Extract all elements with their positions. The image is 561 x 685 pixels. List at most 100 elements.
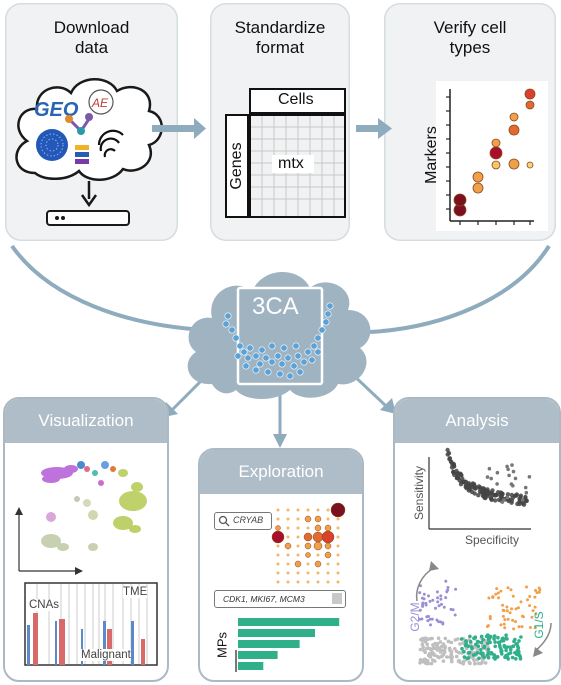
cell-point — [493, 657, 497, 661]
cell-point — [433, 641, 437, 646]
sens-spec-point — [451, 464, 457, 469]
sens-spec-point — [505, 495, 510, 500]
expression-dot — [336, 517, 340, 521]
cell-point — [499, 623, 503, 627]
cell-point — [425, 615, 429, 619]
cell-point — [444, 579, 448, 583]
cell-point — [428, 617, 432, 621]
cell-point — [472, 662, 477, 666]
cell-point — [533, 626, 537, 630]
expression-dot — [306, 508, 310, 512]
cell-point — [515, 642, 519, 646]
expression-dot — [326, 571, 330, 575]
cells-label: Cells — [278, 91, 314, 108]
expression-dot — [324, 524, 332, 532]
specificity-label: Specificity — [465, 533, 520, 547]
cell-point — [421, 602, 425, 606]
cell-point — [531, 609, 535, 613]
sens-spec-point — [495, 482, 499, 486]
download-illustration: GEO AE — [15, 78, 163, 226]
exploration-graphics — [235, 502, 346, 672]
g1s-label: G1/S — [532, 611, 546, 639]
cell-point — [508, 611, 512, 615]
cell-point — [492, 637, 496, 641]
sens-spec-point — [518, 493, 523, 498]
expression-dot — [330, 502, 346, 518]
cell-point — [530, 615, 534, 619]
analysis-panel: Analysis Sensitivity Specificity G2/M G1… — [393, 397, 561, 682]
expression-dot — [306, 580, 310, 584]
cell-point — [492, 653, 497, 657]
cell-point — [442, 650, 447, 655]
mp-bar — [238, 640, 300, 648]
cell-point — [444, 596, 448, 600]
cell-point — [479, 648, 483, 652]
expression-dot — [305, 552, 311, 558]
gene-search-box[interactable]: CRYAB — [214, 512, 272, 530]
cell-point — [441, 622, 445, 626]
cell-point — [430, 617, 434, 621]
mtx-label: mtx — [278, 155, 304, 172]
cell-point — [516, 606, 520, 610]
standardize-title-line1: Standardize — [234, 18, 326, 37]
expression-dot — [314, 524, 322, 532]
expression-dot — [326, 508, 330, 512]
cell-point — [426, 619, 430, 623]
cell-point — [513, 651, 517, 655]
cell-point — [457, 658, 461, 663]
cell-point — [432, 653, 437, 657]
expression-dot — [276, 562, 280, 566]
cell-point — [489, 634, 493, 639]
arrow-right-icon-2 — [378, 118, 392, 139]
cell-point — [486, 647, 491, 652]
cell-point — [461, 661, 465, 666]
mp-bar — [238, 651, 278, 659]
cell-point — [423, 640, 428, 644]
sens-spec-point — [527, 475, 532, 479]
cell-point — [510, 655, 515, 660]
expression-dot — [276, 508, 280, 512]
malignant-label: Malignant — [81, 649, 131, 661]
analysis-title: Analysis — [445, 411, 509, 430]
cell-point — [479, 640, 484, 645]
matrix-illustration — [225, 88, 346, 218]
cell-point — [457, 651, 461, 655]
cells-box — [249, 88, 346, 114]
expression-dot — [313, 541, 323, 551]
visualization-panel: Visualization — [3, 397, 169, 682]
cell-point — [440, 648, 444, 653]
expression-dot — [276, 580, 280, 584]
verify-title-line2: types — [449, 38, 491, 57]
expression-dot — [312, 531, 324, 543]
sens-spec-point — [476, 493, 481, 498]
cell-point — [488, 617, 492, 621]
expression-dot — [296, 508, 300, 512]
cell-point — [436, 636, 441, 640]
umap-purple-cluster — [41, 465, 78, 483]
expression-dot — [304, 515, 312, 523]
cell-point — [469, 645, 474, 649]
cell-point — [517, 653, 521, 657]
arrayexpress-logo-icon: AE — [88, 89, 114, 115]
sens-spec-point — [460, 476, 465, 481]
database-stack-icon — [75, 145, 89, 164]
cell-point — [482, 644, 487, 649]
cell-point — [474, 642, 478, 647]
cell-point — [464, 643, 469, 648]
cell-point — [430, 636, 434, 641]
cell-point — [418, 661, 422, 665]
cell-point — [439, 620, 442, 624]
cell-point — [418, 647, 423, 652]
sens-spec-point — [500, 500, 505, 504]
umap-small-clusters — [46, 461, 116, 522]
cell-point — [480, 660, 484, 665]
cell-point — [468, 661, 472, 666]
gene-list-box[interactable]: CDK1, MKI67, MCM3 — [214, 590, 346, 608]
cell-point — [503, 618, 507, 622]
cell-point — [437, 655, 441, 660]
cell-point — [418, 608, 422, 612]
visualization-header: Visualization — [5, 399, 167, 443]
sens-spec-point — [485, 475, 490, 479]
sens-spec-point — [489, 497, 494, 502]
cell-point — [454, 654, 459, 659]
